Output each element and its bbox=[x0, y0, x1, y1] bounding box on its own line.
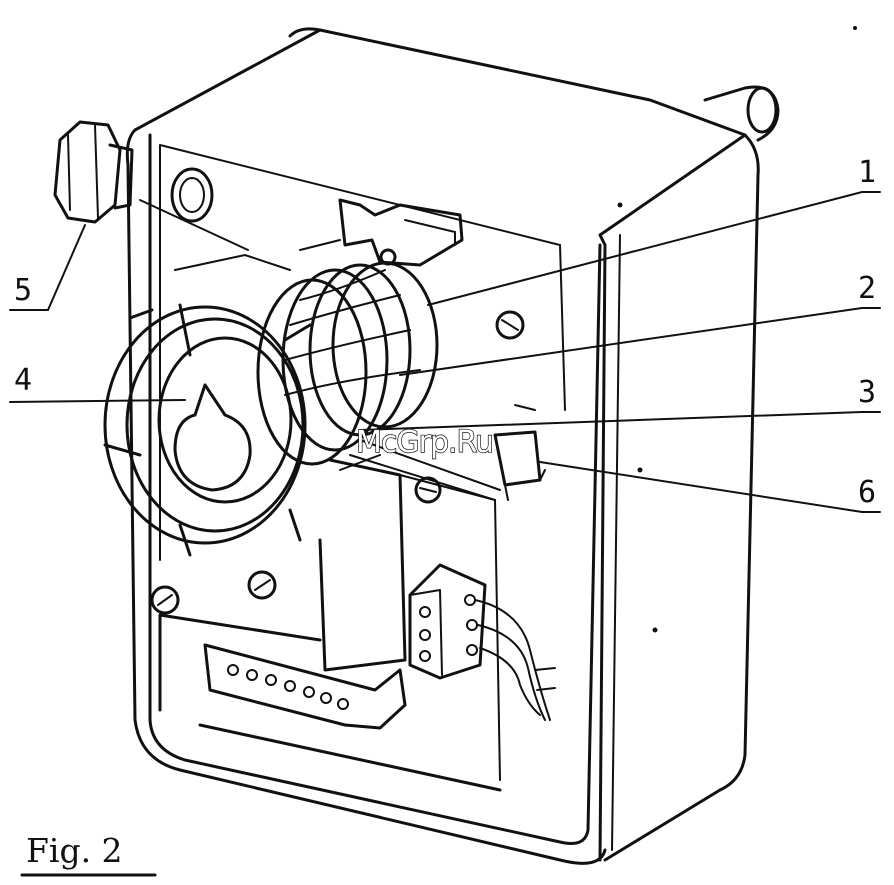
leader-lines bbox=[10, 192, 880, 512]
callout-1: 1 bbox=[858, 155, 876, 190]
mounting-hole bbox=[172, 169, 212, 221]
bracket bbox=[160, 455, 500, 790]
cable-gland bbox=[55, 122, 132, 222]
callout-2: 2 bbox=[858, 271, 876, 306]
adjustment-knob bbox=[105, 305, 310, 555]
figure-caption: Fig. 2 bbox=[26, 831, 123, 870]
connector-block bbox=[410, 565, 485, 678]
wires bbox=[475, 600, 555, 720]
callout-4: 4 bbox=[14, 363, 32, 398]
callout-5: 5 bbox=[14, 273, 32, 308]
watermark-text: McGrp.Ru bbox=[356, 425, 493, 460]
callout-6: 6 bbox=[858, 475, 876, 510]
callout-3: 3 bbox=[858, 375, 876, 410]
terminal-strip bbox=[205, 645, 405, 728]
